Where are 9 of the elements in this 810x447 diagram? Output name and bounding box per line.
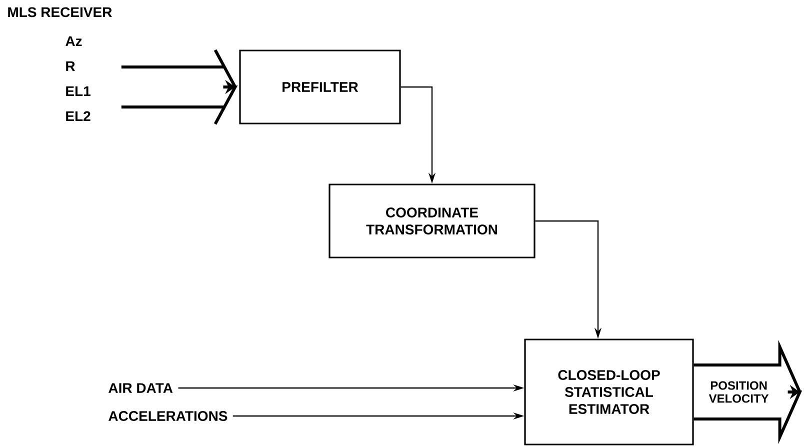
receiver-label: MLS RECEIVER Az R EL1 EL2	[8, 7, 112, 121]
process-box: CLOSED-LOOP STATISTICAL ESTIMATOR	[524, 338, 694, 446]
edge-label: POSITION VELOCITY	[706, 380, 771, 404]
process-box: PREFILTER	[239, 50, 401, 124]
wide-arrow	[692, 340, 802, 444]
input-label: AIR DATA	[108, 383, 173, 393]
wide-arrow	[120, 48, 238, 126]
process-box: COORDINATE TRANSFORMATION	[328, 184, 536, 258]
input-label: ACCELERATIONS	[108, 411, 228, 421]
